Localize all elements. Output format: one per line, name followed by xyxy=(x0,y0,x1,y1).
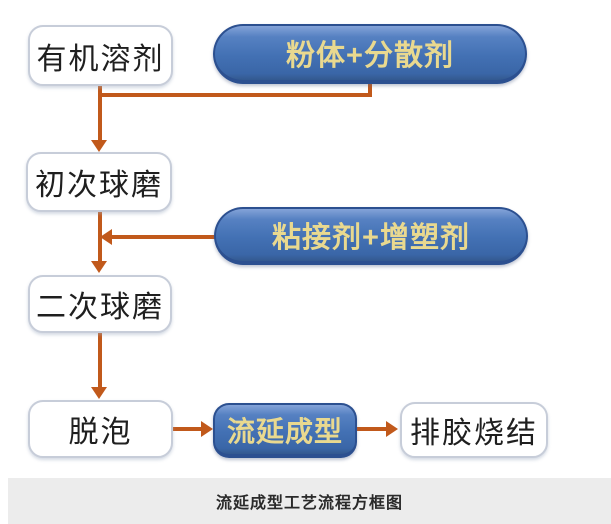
node-first-ball-milling-label: 初次球磨 xyxy=(35,169,163,202)
node-binder-burnout-sintering-label: 排胶烧结 xyxy=(410,417,538,450)
node-powder-dispersant: 粉体+分散剂 xyxy=(213,24,527,84)
connector-casting-right xyxy=(357,427,387,431)
node-first-ball-milling: 初次球磨 xyxy=(26,152,172,212)
arrowhead-binder-left xyxy=(100,229,112,245)
connector-binder-left xyxy=(112,235,215,239)
arrowhead-into-tape-casting xyxy=(201,421,213,437)
node-organic-solvent: 有机溶剂 xyxy=(28,25,173,86)
node-binder-plasticizer-label: 粘接剂+增塑剂 xyxy=(272,222,470,254)
connector-powder-drop xyxy=(368,84,372,97)
node-powder-dispersant-label: 粉体+分散剂 xyxy=(286,40,454,72)
arrowhead-into-first-milling xyxy=(91,140,107,152)
arrowhead-into-sintering xyxy=(386,421,398,437)
node-defoaming: 脱泡 xyxy=(28,400,173,458)
node-defoaming-label: 脱泡 xyxy=(68,416,133,449)
node-second-ball-milling: 二次球磨 xyxy=(28,275,172,333)
caption-text: 流延成型工艺流程方框图 xyxy=(215,495,403,512)
caption-bar: 流延成型工艺流程方框图 xyxy=(8,478,611,524)
node-binder-burnout-sintering: 排胶烧结 xyxy=(400,402,548,458)
node-binder-plasticizer: 粘接剂+增塑剂 xyxy=(214,207,528,265)
node-tape-casting-label: 流延成型 xyxy=(226,415,343,447)
node-tape-casting: 流延成型 xyxy=(213,403,357,458)
connector-junction-horizontal xyxy=(98,93,372,97)
node-second-ball-milling-label: 二次球磨 xyxy=(36,291,164,324)
connector-defoam-right xyxy=(173,427,202,431)
node-organic-solvent-label: 有机溶剂 xyxy=(36,42,165,76)
arrowhead-into-second-milling xyxy=(91,261,107,273)
arrowhead-into-defoaming xyxy=(91,387,107,399)
connector-second-milling-down xyxy=(98,333,102,388)
connector-solvent-down xyxy=(98,86,102,142)
